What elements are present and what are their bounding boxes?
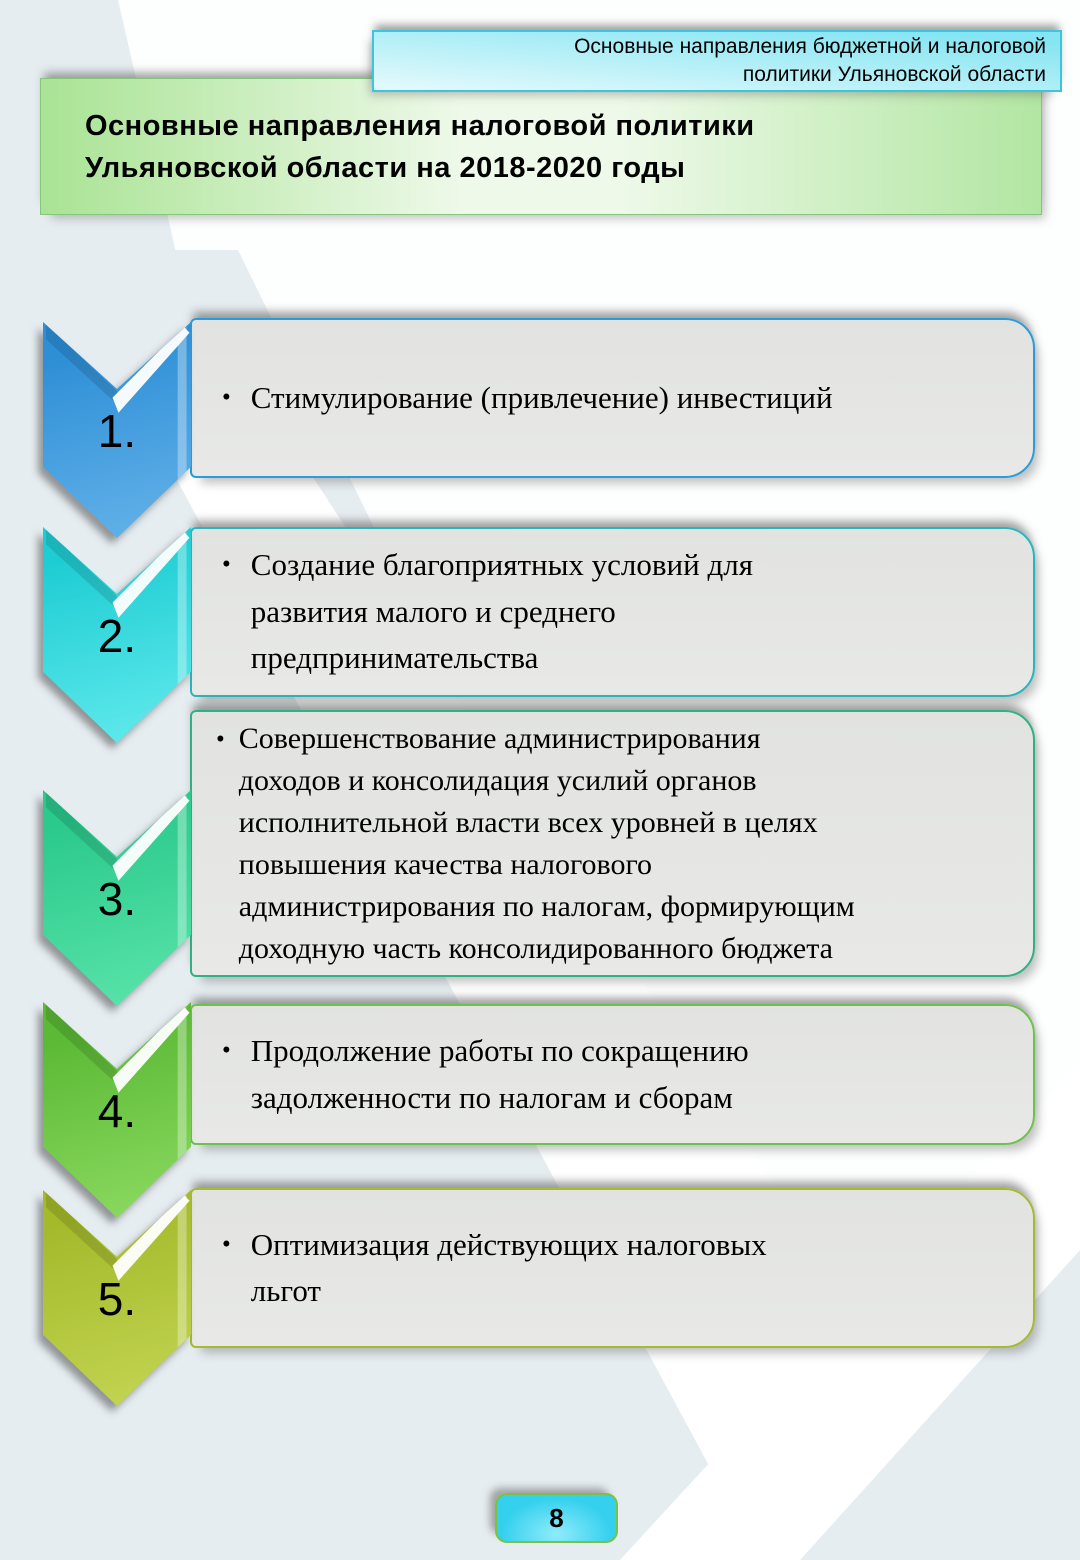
chevron-2-facet — [177, 531, 187, 687]
step-5-text: Оптимизация действующих налоговых льгот — [250, 1226, 767, 1309]
chevron-down-4-icon: 4. — [43, 1002, 191, 1218]
page-number-badge: 8 — [495, 1493, 618, 1543]
step-5-card: • Оптимизация действующих налоговых льго… — [190, 1188, 1035, 1348]
step-3-number: 3. — [97, 873, 137, 926]
step-3-card: • Совершенствование администрирования до… — [190, 710, 1035, 977]
chevron-4-shape: 4. — [43, 1002, 191, 1218]
chevron-3-shape: 3. — [43, 790, 191, 1006]
header-banner: Основные направления бюджетной и налогов… — [372, 30, 1062, 92]
step-4-text: Продолжение работы по сокращению задолже… — [250, 1033, 749, 1115]
slide-title-line-1: Основные направления налоговой политики — [85, 110, 755, 142]
bullet-icon: • — [222, 1037, 231, 1064]
step-2-text: Создание благоприятных условий для разви… — [250, 547, 753, 676]
chevron-down-1-icon: 1. — [43, 322, 191, 538]
header-banner-line-1: Основные направления бюджетной и налогов… — [574, 35, 1046, 59]
step-2-number: 2. — [97, 610, 137, 663]
chevron-down-2-icon: 2. — [43, 527, 191, 743]
step-4-card: • Продолжение работы по сокращению задол… — [190, 1004, 1035, 1145]
step-1-text: Стимулирование (привлечение) инвестиций — [250, 379, 833, 415]
slide-title: Основные направления налоговой политики … — [40, 78, 1042, 215]
step-2-card: • Создание благоприятных условий для раз… — [190, 527, 1035, 697]
step-4-number: 4. — [97, 1085, 137, 1138]
chevron-5-facet — [177, 1194, 187, 1350]
chevron-down-3-icon: 3. — [43, 790, 191, 1006]
step-1-card: • Стимулирование (привлечение) инвестици… — [190, 318, 1035, 478]
chevron-1-facet — [177, 326, 187, 482]
chevron-2-shape: 2. — [43, 527, 191, 743]
chevron-down-5-icon: 5. — [43, 1190, 191, 1406]
chevron-1-shape: 1. — [43, 322, 191, 538]
slide-title-line-2: Ульяновской области на 2018-2020 годы — [85, 152, 686, 185]
step-3-text: Совершенствование администрирования дохо… — [238, 721, 855, 965]
header-banner-line-2: политики Ульяновской области — [742, 63, 1046, 86]
bullet-icon: • — [222, 383, 231, 411]
chevron-5-shape: 5. — [43, 1190, 191, 1406]
step-5-number: 5. — [97, 1273, 137, 1326]
bullet-icon: • — [222, 551, 231, 579]
chevron-4-facet — [177, 1006, 187, 1162]
bullet-icon: • — [216, 725, 225, 753]
step-1-number: 1. — [97, 405, 137, 458]
chevron-3-facet — [177, 794, 187, 950]
bullet-icon: • — [222, 1230, 231, 1258]
